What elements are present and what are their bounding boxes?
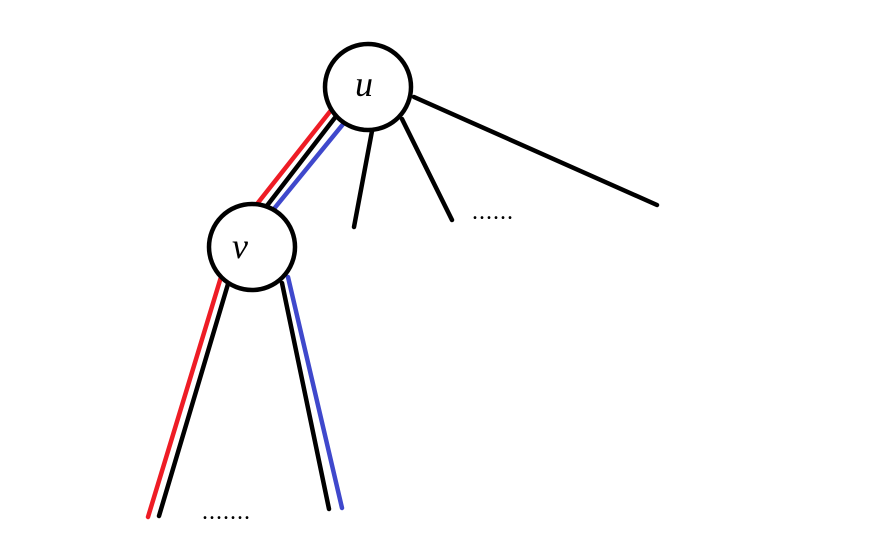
node-u-label: u xyxy=(355,64,373,104)
edge-u-v-red xyxy=(254,106,335,207)
edge-u-v-blue xyxy=(270,120,347,213)
edge-u-child-3 xyxy=(399,116,455,223)
edge-v-left xyxy=(156,281,231,519)
edge-v-right-blue xyxy=(285,274,345,511)
edge-u-child-2 xyxy=(351,128,375,230)
ellipsis-bottom: ....... xyxy=(202,499,251,525)
node-v xyxy=(206,201,298,293)
ellipsis-top: ...... xyxy=(472,199,514,225)
node-u xyxy=(322,41,414,133)
edge-v-left-red xyxy=(145,274,224,520)
edge-u-v xyxy=(263,112,340,210)
edge-u-child-last xyxy=(411,94,660,208)
node-v-label: v xyxy=(232,226,248,266)
edge-v-right xyxy=(279,280,332,512)
